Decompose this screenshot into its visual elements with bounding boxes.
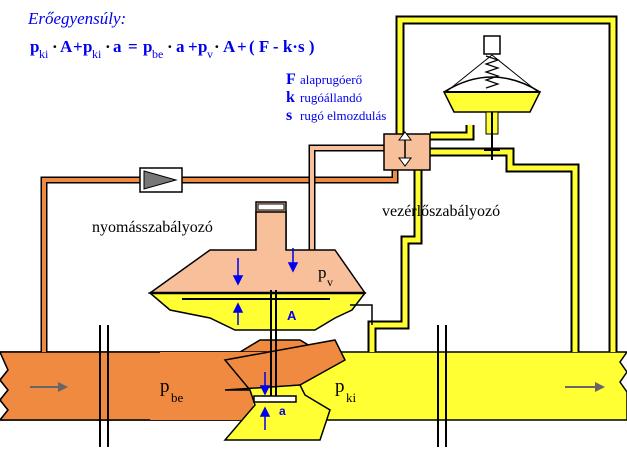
eq-plus2: + <box>188 37 198 56</box>
valve-chamber <box>223 384 331 441</box>
legend-desc-s: rugó elmozdulás <box>300 108 386 123</box>
label-pki-sub: ki <box>346 390 357 405</box>
title: Erőegyensúly: <box>27 9 126 28</box>
label-pv-sub: v <box>327 275 333 289</box>
eq-s3: be <box>152 47 163 61</box>
pilot-valve-block <box>383 131 431 171</box>
sensing-pipe <box>40 144 399 352</box>
legend: F alaprugóerő k rugóállandó s rugó elmoz… <box>286 71 386 124</box>
eq-s2: ki <box>92 47 102 61</box>
eq-op1: · <box>52 37 58 56</box>
pilot-pipes <box>367 15 618 352</box>
eq-p2: p <box>83 37 92 56</box>
label-pressure-regulator: nyomásszabályozó <box>92 219 213 236</box>
force-arrows <box>232 248 299 430</box>
legend-desc-f: alaprugóerő <box>300 72 362 87</box>
main-regulator <box>147 201 373 403</box>
eq-v1: A <box>60 37 73 56</box>
legend-sym-f: F <box>286 71 296 88</box>
main-pipe <box>0 339 627 421</box>
eq-p3: p <box>143 37 152 56</box>
label-pbe: p <box>160 376 170 397</box>
legend-desc-k: rugóállandó <box>300 90 362 105</box>
pipe-section-lines <box>99 325 447 447</box>
flow-arrow-in <box>30 382 68 392</box>
label-pbe-sub: be <box>171 390 184 405</box>
eq-tail: ( F - k·s ) <box>249 37 314 56</box>
equation: p ki · A + p ki · a = p be · a + p v · A… <box>30 37 314 61</box>
eq-s4: v <box>207 47 213 61</box>
flow-arrow-out <box>565 382 605 392</box>
label-area-big: A <box>287 308 297 323</box>
eq-s1: ki <box>39 47 49 61</box>
eq-plus3: + <box>237 37 247 56</box>
legend-sym-s: s <box>286 107 292 124</box>
eq-v2: a <box>113 37 122 56</box>
eq-op2: · <box>105 37 111 56</box>
eq-op4: · <box>214 37 220 56</box>
eq-v3: a <box>176 37 185 56</box>
label-pki: p <box>335 376 345 397</box>
restrictor-icon <box>139 167 183 193</box>
eq-p4: p <box>198 37 207 56</box>
eq-equals: = <box>128 37 138 56</box>
pilot-regulator <box>442 35 542 160</box>
eq-op3: · <box>167 37 173 56</box>
legend-sym-k: k <box>286 89 295 106</box>
label-pv: p <box>318 263 327 282</box>
eq-v4: A <box>223 37 236 56</box>
eq-p1: p <box>30 37 39 56</box>
eq-plus1: + <box>73 37 83 56</box>
label-area-small: a <box>279 404 286 418</box>
label-pilot-regulator: vezérlőszabályozó <box>382 203 500 220</box>
